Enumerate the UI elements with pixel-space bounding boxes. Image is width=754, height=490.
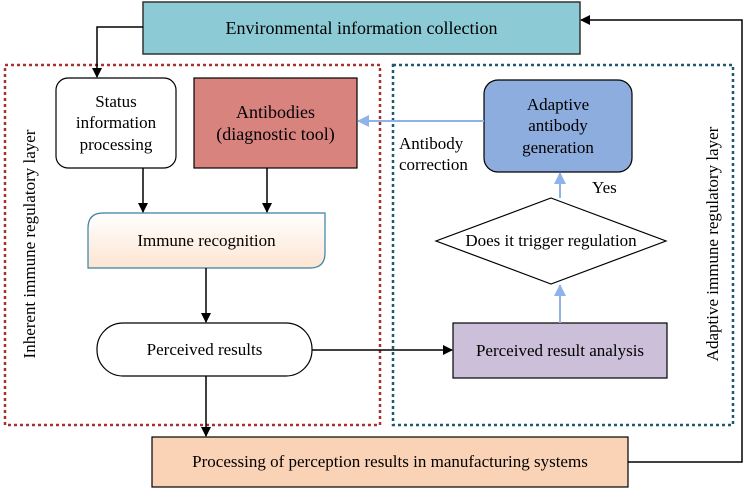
arrow-manufacturing-to-env — [580, 15, 743, 463]
trigger-regulation-diamond — [434, 197, 668, 285]
immune-recognition-label: Immune recognition — [137, 230, 276, 250]
status-processing-label: Status information processing — [75, 92, 157, 154]
antibody-correction-label: Antibody correction — [399, 134, 468, 175]
env-collection-label: Environmental information collection — [225, 17, 498, 38]
manufacturing-processing-label: Processing of perception results in manu… — [192, 452, 588, 472]
adaptive-layer-title: Adaptive immune regulatory layer — [703, 99, 723, 389]
perceived-results-label: Perceived results — [146, 339, 263, 359]
status-processing-box — [55, 77, 177, 169]
adaptive-layer-frame — [391, 63, 735, 427]
arrow-env-to-status — [92, 26, 143, 78]
yes-label: Yes — [592, 178, 617, 197]
adaptive-generation-label: Adaptive antibody generation — [522, 95, 594, 157]
trigger-regulation-label: Does it trigger regulation — [465, 231, 637, 251]
result-analysis-label: Perceived result analysis — [475, 340, 645, 360]
antibodies-label: Antibodies (diagnostic tool) — [216, 101, 335, 145]
env-collection-box — [142, 1, 581, 55]
manufacturing-processing-box — [151, 436, 629, 488]
inherent-layer-title: Inherent immune regulatory layer — [20, 99, 40, 389]
inherent-layer-frame — [3, 63, 382, 427]
antibodies-box — [193, 77, 358, 169]
inherent-layer-text: Inherent immune regulatory layer — [20, 129, 39, 359]
adaptive-layer-text: Adaptive immune regulatory layer — [703, 126, 722, 362]
immune-recognition-box — [87, 212, 326, 269]
